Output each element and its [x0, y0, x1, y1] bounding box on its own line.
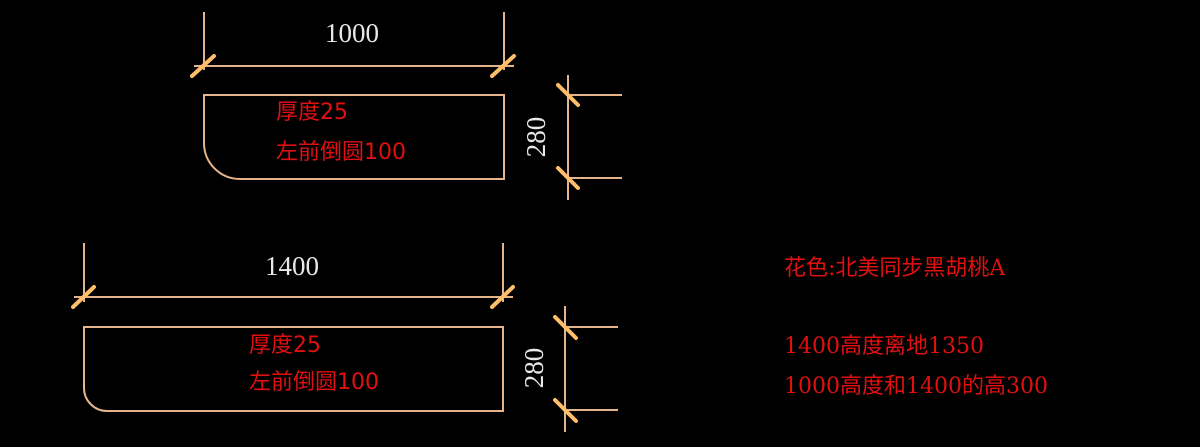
panel-outline	[83, 326, 504, 412]
width-dimension-label: 1400	[265, 251, 319, 281]
dim-tick	[71, 285, 96, 309]
dim-tick	[556, 166, 580, 190]
thickness-note: 厚度25	[249, 333, 321, 358]
height-dimension-label: 280	[521, 117, 551, 158]
dim-tick	[490, 54, 516, 78]
height-dimension-label: 280	[519, 348, 549, 389]
panel-bottom: 1400 厚度25 左前倒圆100 280	[71, 243, 618, 432]
dim-tick	[190, 54, 216, 78]
width-dimension-label: 1000	[325, 18, 379, 48]
corner-radius-note: 左前倒圆100	[276, 140, 406, 165]
height-spec-1000: 1000高度和1400的高300	[784, 374, 1048, 399]
panel-top: 1000 厚度25 左前倒圆100 280	[190, 12, 622, 200]
height-spec-1400: 1400高度离地1350	[784, 334, 984, 359]
dim-tick	[490, 285, 515, 309]
spec-notes: 花色:北美同步黑胡桃A 1400高度离地1350 1000高度和1400的高30…	[784, 256, 1048, 399]
color-spec: 花色:北美同步黑胡桃A	[784, 256, 1006, 281]
thickness-note: 厚度25	[276, 100, 348, 125]
dim-tick	[553, 398, 578, 423]
corner-radius-note: 左前倒圆100	[249, 370, 379, 395]
dim-tick	[553, 315, 578, 340]
dim-tick	[556, 83, 580, 107]
panel-outline	[203, 94, 505, 180]
